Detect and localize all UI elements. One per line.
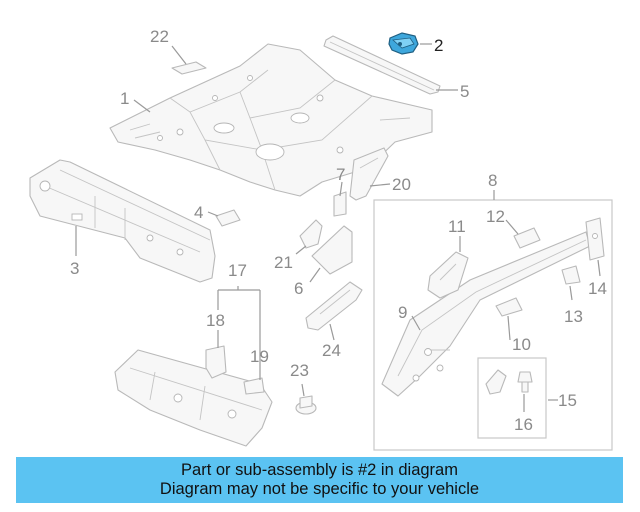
part-rear-floor-pan [109, 43, 433, 197]
callout-labels: 1 2 3 4 5 6 7 8 9 10 11 12 13 14 15 16 1… [70, 27, 607, 434]
part-13 [561, 265, 581, 285]
callout-5: 5 [460, 82, 469, 101]
callout-24: 24 [322, 341, 341, 360]
part-11 [427, 251, 469, 299]
callout-23: 23 [290, 361, 309, 380]
callout-12: 12 [486, 207, 505, 226]
part-6 [311, 225, 353, 275]
part-20 [349, 147, 389, 201]
callout-9: 9 [398, 303, 407, 322]
callout-22: 22 [150, 27, 169, 46]
part-16 [485, 369, 533, 395]
parts-diagram: 1 2 3 4 5 6 7 8 9 10 11 12 13 14 15 16 1… [29, 27, 613, 451]
callout-17: 17 [228, 261, 247, 280]
callout-8: 8 [488, 171, 497, 190]
part-2-highlighted [388, 32, 419, 55]
callout-2: 2 [434, 36, 443, 55]
part-17-rear-panel [114, 349, 273, 447]
banner-line-2: Diagram may not be specific to your vehi… [159, 480, 480, 498]
part-21 [299, 219, 323, 249]
callout-20: 20 [392, 175, 411, 194]
callout-18: 18 [206, 311, 225, 330]
part-24 [305, 281, 363, 331]
part-14 [585, 217, 605, 261]
callout-7: 7 [336, 165, 345, 184]
part-5 [323, 35, 441, 95]
part-7 [333, 191, 347, 217]
part-10 [495, 297, 523, 317]
callout-16: 16 [514, 415, 533, 434]
callout-19: 19 [250, 347, 269, 366]
part-22 [171, 61, 207, 75]
group-8-box [373, 199, 613, 451]
part-12 [513, 227, 541, 249]
callout-21: 21 [274, 253, 293, 272]
callout-3: 3 [70, 259, 79, 278]
part-3 [29, 159, 216, 283]
info-banner: Part or sub-assembly is #2 in diagram Di… [16, 457, 623, 503]
banner-line-1: Part or sub-assembly is #2 in diagram [181, 461, 458, 479]
callout-4: 4 [194, 203, 203, 222]
callout-15: 15 [558, 391, 577, 410]
callout-14: 14 [588, 279, 607, 298]
part-23 [295, 395, 317, 415]
callout-1: 1 [120, 89, 129, 108]
callout-6: 6 [294, 279, 303, 298]
part-4 [215, 209, 241, 227]
part-18 [205, 345, 227, 379]
callout-13: 13 [564, 307, 583, 326]
callout-10: 10 [512, 335, 531, 354]
part-9-rail [381, 231, 591, 397]
part-19 [243, 377, 265, 395]
callout-11: 11 [448, 217, 466, 236]
leader-lines [75, 43, 601, 412]
